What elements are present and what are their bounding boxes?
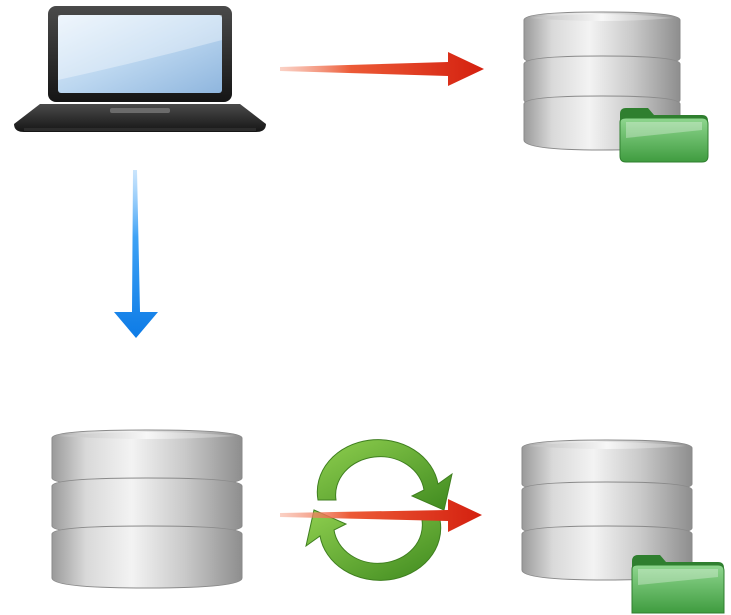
arrow-laptop-to-db-top-right [280,52,484,86]
database-top-right [523,11,709,163]
database-bottom-left [51,429,243,589]
arrow-db-bottom-left-to-db-bottom-right [280,499,482,532]
database-bottom-right [521,439,725,614]
arrow-laptop-to-db-bottom-left [114,170,158,338]
folder-icon [619,108,709,163]
laptop-icon [14,6,266,132]
sync-icon [305,439,453,581]
database-icon [521,439,693,581]
database-icon [51,429,243,589]
folder-icon [631,555,725,614]
